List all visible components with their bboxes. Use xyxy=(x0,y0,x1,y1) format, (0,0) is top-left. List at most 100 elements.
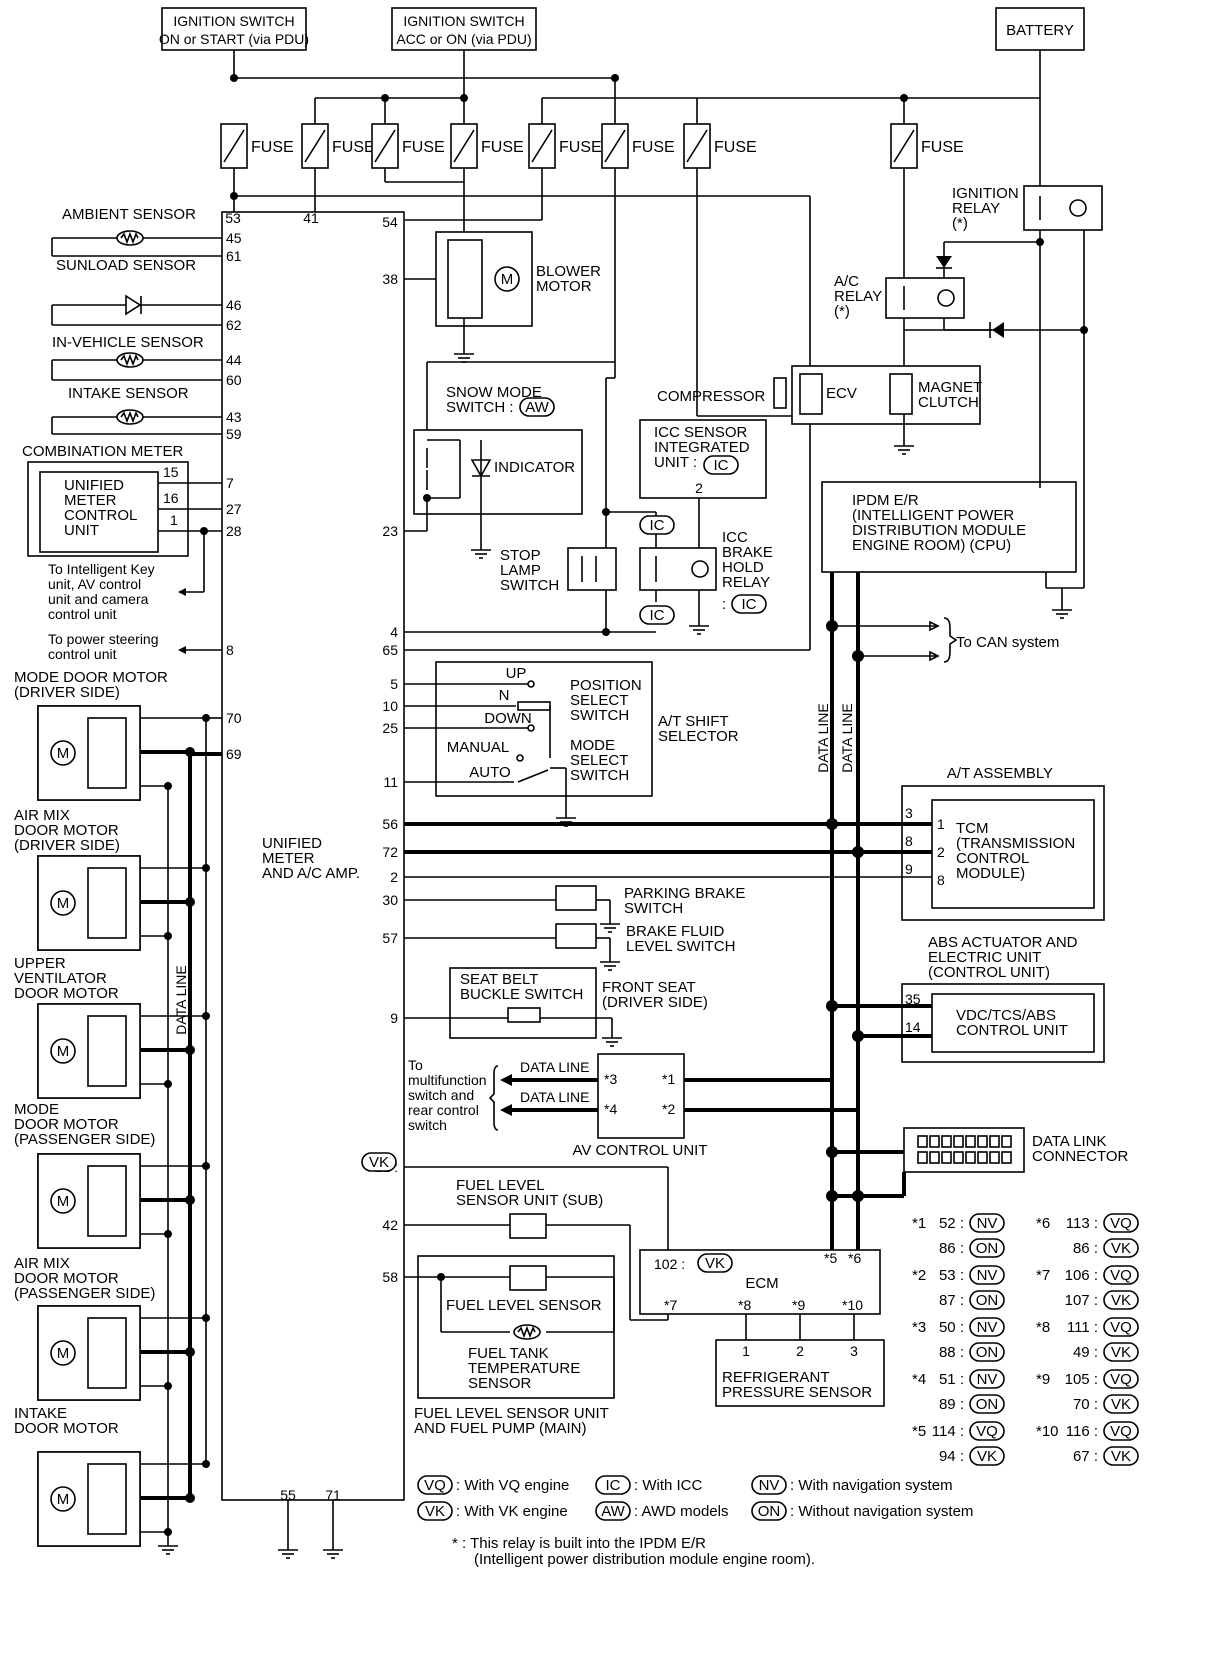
pin-label: 70 xyxy=(226,710,242,726)
dlc-pin-icon xyxy=(941,1135,952,1148)
mode-select-switch-label: MODE xyxy=(570,737,615,754)
indicator-label: INDICATOR xyxy=(494,459,575,476)
blower-motor-label: MOTOR xyxy=(536,278,592,295)
tcm-box xyxy=(931,799,1095,909)
option-code-badge: VQ xyxy=(1110,1215,1132,1232)
snow-mode-label: SNOW MODE xyxy=(446,384,542,401)
door-motor-label: VENTILATOR xyxy=(14,970,107,987)
motor-icon xyxy=(50,1486,76,1512)
fuse-label: FUSE xyxy=(332,139,375,156)
pin-label: 3 xyxy=(905,805,913,821)
ac-relay-label: (*) xyxy=(834,303,850,320)
intelligent-key-note: unit and camera xyxy=(48,591,149,607)
pin-label: 1 xyxy=(170,512,178,528)
option-code-badge xyxy=(1103,1446,1139,1466)
junction-dot xyxy=(611,74,619,82)
meter-control-unit-label: UNIFIED xyxy=(64,477,124,494)
door-motor-label: (PASSENGER SIDE) xyxy=(14,1285,155,1302)
snow-mode-label: SWITCH : xyxy=(446,399,514,416)
pin-label: 2 xyxy=(390,869,398,885)
pin-label: *7 xyxy=(664,1297,677,1313)
in-vehicle-sensor-label: IN-VEHICLE SENSOR xyxy=(52,334,204,351)
footnote-star: *8 xyxy=(1036,1319,1050,1336)
multifunction-switch-note: multifunction xyxy=(408,1072,487,1088)
door-motor-label: INTAKE xyxy=(14,1405,67,1422)
option-code-badge xyxy=(969,1265,1005,1285)
ignition-switch-label: ACC or ON (via PDU) xyxy=(396,31,531,47)
footnote-pin: 51 : xyxy=(939,1371,964,1388)
motor-icon: M xyxy=(57,895,70,912)
pin-label: *4 xyxy=(604,1101,617,1117)
icc-sensor-box xyxy=(639,419,767,499)
door-motor-gear-icon xyxy=(87,1165,127,1237)
dlc-pin-icon xyxy=(965,1135,976,1148)
ecm-box xyxy=(639,1249,881,1315)
dlc-pin-icon xyxy=(953,1135,964,1148)
icc-sensor-label: INTEGRATED xyxy=(654,439,750,456)
pin-label: 8 xyxy=(226,642,234,658)
option-code-badge xyxy=(1103,1421,1139,1441)
parking-brake-switch-label: PARKING BRAKE xyxy=(624,885,745,902)
vdc-tcs-abs-control-unit-box xyxy=(931,993,1095,1053)
legend-code-badge xyxy=(417,1501,453,1521)
arrow-icon xyxy=(500,1104,512,1116)
ignition-switch-label: IGNITION SWITCH xyxy=(173,13,294,29)
footnote-pin: 87 : xyxy=(939,1292,964,1309)
switch-contact-icon xyxy=(527,680,535,688)
legend-code-badge xyxy=(595,1501,631,1521)
dlc-pin-icon xyxy=(977,1151,988,1164)
motor-icon: M xyxy=(57,745,70,762)
diode-icon xyxy=(992,322,1004,338)
pin-label: 8 xyxy=(905,833,913,849)
vk-code-badge: VK xyxy=(369,1154,389,1171)
footnote-pin: 111 : xyxy=(1067,1319,1098,1336)
ic-code-badge xyxy=(639,605,675,625)
option-code-badge xyxy=(1103,1317,1139,1337)
refrigerant-pressure-sensor-label: PRESSURE SENSOR xyxy=(722,1384,872,1401)
power-steering-note: To power steering xyxy=(48,631,159,647)
meter-control-unit-label: METER xyxy=(64,492,117,509)
ambient-sensor-label: AMBIENT SENSOR xyxy=(62,206,196,223)
door-motor-gear-icon xyxy=(87,1463,127,1535)
ic-code-badge xyxy=(703,455,739,475)
brake-fluid-level-switch-icon xyxy=(555,923,597,949)
icc-sensor-label: ICC SENSOR xyxy=(654,424,748,441)
snow-mode-switch-box xyxy=(413,429,583,515)
icc-sensor-label: UNIT : xyxy=(654,454,697,471)
option-code-badge: VK xyxy=(1111,1448,1131,1465)
option-code-badge: NV xyxy=(977,1215,998,1232)
ipdm-er-label: (INTELLIGENT POWER xyxy=(852,507,1014,524)
footnote-star: *7 xyxy=(1036,1267,1050,1284)
option-code-badge xyxy=(1103,1394,1139,1414)
dlc-pin-icon xyxy=(989,1151,1000,1164)
footnote-star: *9 xyxy=(1036,1371,1050,1388)
fuse-icon xyxy=(686,129,708,163)
option-code-badge xyxy=(969,1238,1005,1258)
door-motor-label: (PASSENGER SIDE) xyxy=(14,1131,155,1148)
at-shift-selector-label: SELECTOR xyxy=(658,728,739,745)
ic-code-badge: IC xyxy=(742,596,757,613)
switch-contact-icon xyxy=(516,754,524,762)
shift-position-label: AUTO xyxy=(469,764,510,781)
stop-lamp-switch-box xyxy=(567,547,617,591)
relay-coil-icon xyxy=(1069,199,1087,217)
option-code-badge xyxy=(969,1213,1005,1233)
motor-icon: M xyxy=(501,271,514,288)
mode-select-switch-label: SELECT xyxy=(570,752,628,769)
wire xyxy=(517,769,549,783)
option-code-badge xyxy=(969,1317,1005,1337)
fuse-icon xyxy=(304,129,326,163)
legend-text: : AWD models xyxy=(634,1503,728,1520)
at-assembly-label: A/T ASSEMBLY xyxy=(947,765,1053,782)
legend-code-badge: VQ xyxy=(424,1477,446,1494)
door-motor-label: AIR MIX xyxy=(14,1255,70,1272)
relay-coil-icon xyxy=(691,560,709,578)
legend-code-badge: AW xyxy=(601,1503,625,1520)
footnote-star: *10 xyxy=(1036,1423,1059,1440)
sunload-sensor-label: SUNLOAD SENSOR xyxy=(56,257,196,274)
option-code-badge: VQ xyxy=(1110,1423,1132,1440)
arrow-icon xyxy=(178,646,186,654)
footnote-pin: 116 : xyxy=(1066,1423,1098,1440)
option-code-badge: VK xyxy=(977,1448,997,1465)
pin-label: 71 xyxy=(325,1487,341,1503)
